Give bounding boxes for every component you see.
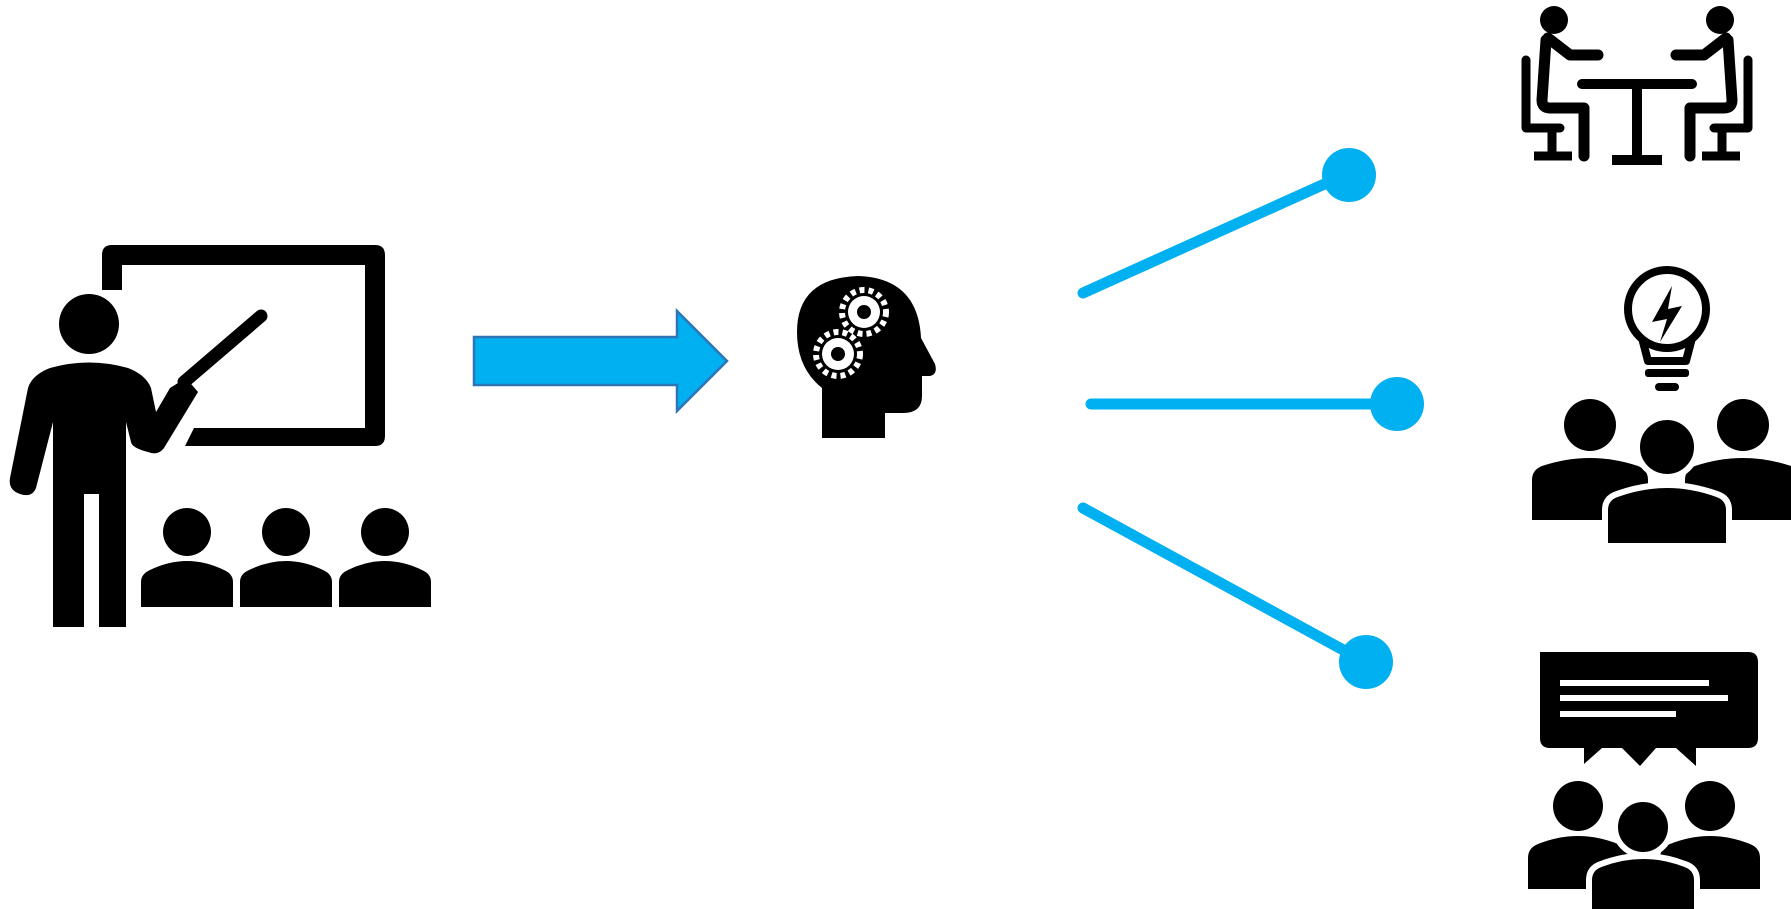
connector-top [1077,148,1376,299]
teacher-presentation-icon [9,245,431,627]
head-gears-icon [797,276,936,438]
two-people-meeting-icon [1521,6,1753,165]
group-lightbulb-icon [1532,266,1791,549]
group-discussion-icon [1528,652,1760,909]
flow-arrow [472,307,729,415]
connector-bottom [1077,502,1393,689]
connector-middle [1085,377,1424,431]
